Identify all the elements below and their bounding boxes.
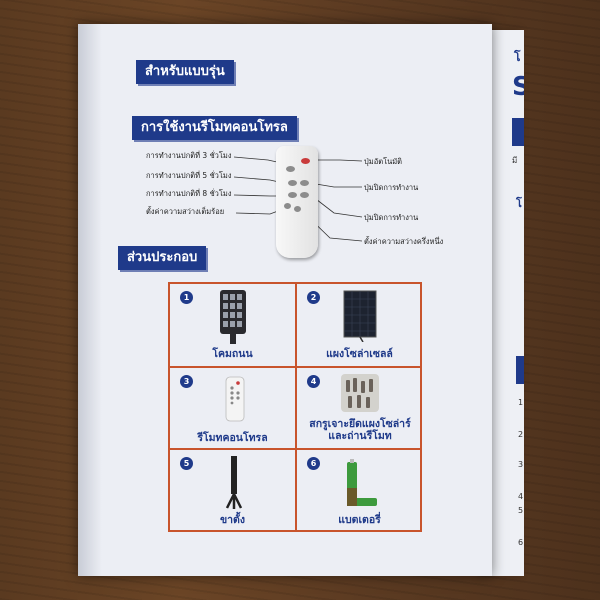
remote-control-icon (225, 376, 245, 422)
section-title-parts: ส่วนประกอบ (118, 246, 207, 270)
section-title-remote: การใช้งานรีโมทคอนโทรล (132, 116, 297, 140)
remote-button (294, 206, 301, 212)
next-page-fragment: โ (514, 50, 521, 64)
part-cell: 2 แผงโซล่าเซลล์ (297, 284, 422, 366)
part-number: 1 (180, 291, 193, 304)
remote-label-left: การทำงานปกติที่ 8 ชั่วโมง (146, 189, 232, 198)
grid-divider (170, 448, 420, 450)
part-number: 3 (180, 375, 193, 388)
next-page-fragment: 2 (518, 430, 524, 439)
part-cell: 1 โคมถนน (170, 284, 295, 366)
part-label: แผงโซล่าเซลล์ (326, 348, 393, 360)
part-cell: 3 รีโมทคอนโทรล (170, 368, 295, 450)
part-label: แบตเตอรี่ (338, 514, 381, 526)
remote-label-left: ตั้งค่าความสว่างเต็มร้อย (146, 207, 225, 216)
page-fold-shadow (78, 24, 102, 576)
remote-button (288, 180, 297, 186)
remote-control-diagram (276, 146, 318, 258)
remote-label-left: การทำงานปกติที่ 3 ชั่วโมง (146, 151, 232, 160)
part-number: 2 (307, 291, 320, 304)
screws-icon (341, 374, 379, 412)
next-page-fragment: โ (516, 197, 522, 210)
remote-label-right: ตั้งค่าความสว่างครึ่งหนึ่ง (364, 237, 444, 246)
part-label: ขาตั้ง (219, 514, 246, 526)
remote-button (286, 166, 295, 172)
next-page-fragment: S (512, 72, 524, 102)
part-number: 4 (307, 375, 320, 388)
remote-label-right: ปุ่มปิดการทำงาน (364, 213, 419, 222)
part-cell: 4 สกรูเจาะยึดแผงโซล่าร์ และถ่านรีโมท (297, 368, 422, 450)
next-page-fragment: 3 (518, 460, 524, 469)
section-title-model: สำหรับแบบรุ่น (136, 60, 234, 84)
parts-grid: 1 โคมถนน 2 แผงโซล่าเซลล์ (168, 282, 422, 532)
part-cell: 6 แบตเตอรี่ (297, 450, 422, 532)
remote-button (300, 192, 309, 198)
part-label: โคมถนน (212, 348, 253, 360)
remote-label-right: ปุ่มปิดการทำงาน (364, 183, 419, 192)
remote-button (300, 180, 309, 186)
grid-divider (170, 366, 420, 368)
part-number: 6 (307, 457, 320, 470)
next-page-fragment: 1 (518, 398, 524, 407)
next-page-fragment: 4 (518, 492, 524, 501)
part-label: รีโมทคอนโทรล (197, 432, 268, 444)
street-lamp-icon (220, 290, 246, 344)
remote-button (288, 192, 297, 198)
remote-button-auto (301, 158, 310, 164)
part-cell: 5 ขาตั้ง (170, 450, 295, 532)
next-page-block (512, 118, 524, 146)
next-page-fragment: 5 (518, 506, 524, 515)
part-number: 5 (180, 457, 193, 470)
next-page-block (516, 356, 524, 384)
solar-panel-icon (343, 290, 377, 342)
remote-label-right: ปุ่มอัตโนมัติ (364, 157, 403, 166)
remote-label-left: การทำงานปกติที่ 5 ชั่วโมง (146, 171, 232, 180)
grid-divider (295, 284, 297, 530)
battery-icon (347, 459, 377, 506)
part-label: สกรูเจาะยึดแผงโซล่าร์ และถ่านรีโมท (309, 418, 411, 442)
remote-button (284, 203, 291, 209)
next-page-fragment: มี (512, 156, 518, 165)
next-page-fragment: 6 (518, 538, 524, 547)
stand-icon (225, 456, 243, 509)
